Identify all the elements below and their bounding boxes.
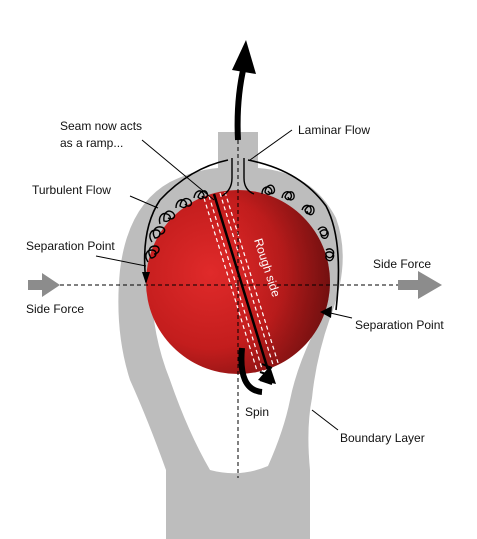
separation-point-right-label: Separation Point bbox=[355, 318, 444, 332]
laminar-leader-line bbox=[249, 129, 293, 161]
side-force-arrow-left bbox=[28, 273, 60, 297]
separation-left-leader-line bbox=[95, 255, 147, 267]
turbulent-leader-line bbox=[129, 195, 159, 209]
left-flow-line bbox=[143, 159, 229, 283]
side-force-left-label: Side Force bbox=[26, 302, 84, 316]
turbulent-flow-curls-right bbox=[261, 184, 335, 262]
turbulent-flow-label: Turbulent Flow bbox=[32, 183, 111, 197]
deflection-arrow bbox=[234, 65, 247, 141]
spin-dash-3 bbox=[259, 379, 273, 385]
seam-leader-line bbox=[141, 139, 215, 201]
left-separation-arrowhead bbox=[142, 272, 150, 284]
deflection-arrowhead bbox=[232, 40, 256, 74]
spin-dash-2 bbox=[259, 371, 273, 377]
turbulent-flow-curls bbox=[145, 190, 209, 263]
laminar-flow-label: Laminar Flow bbox=[298, 123, 370, 137]
seam-ramp-label-line1: Seam now acts bbox=[60, 119, 142, 133]
separation-point-left-label: Separation Point bbox=[26, 239, 115, 253]
seam bbox=[203, 191, 280, 374]
separation-right-leader-line bbox=[325, 311, 353, 319]
spin-arrow bbox=[238, 347, 263, 395]
boundary-layer-label: Boundary Layer bbox=[340, 431, 425, 445]
boundary-layer-leader-line bbox=[311, 409, 339, 431]
right-flow-line bbox=[247, 159, 340, 311]
side-force-arrow-right bbox=[398, 271, 442, 299]
laminar-flow-lines bbox=[221, 158, 255, 197]
seam-ramp-label-line2: as a ramp... bbox=[60, 136, 123, 150]
side-force-right-label: Side Force bbox=[373, 257, 431, 271]
spin-label: Spin bbox=[245, 405, 269, 419]
spin-dash-1 bbox=[261, 363, 273, 369]
boundary-layer-region bbox=[118, 132, 343, 539]
